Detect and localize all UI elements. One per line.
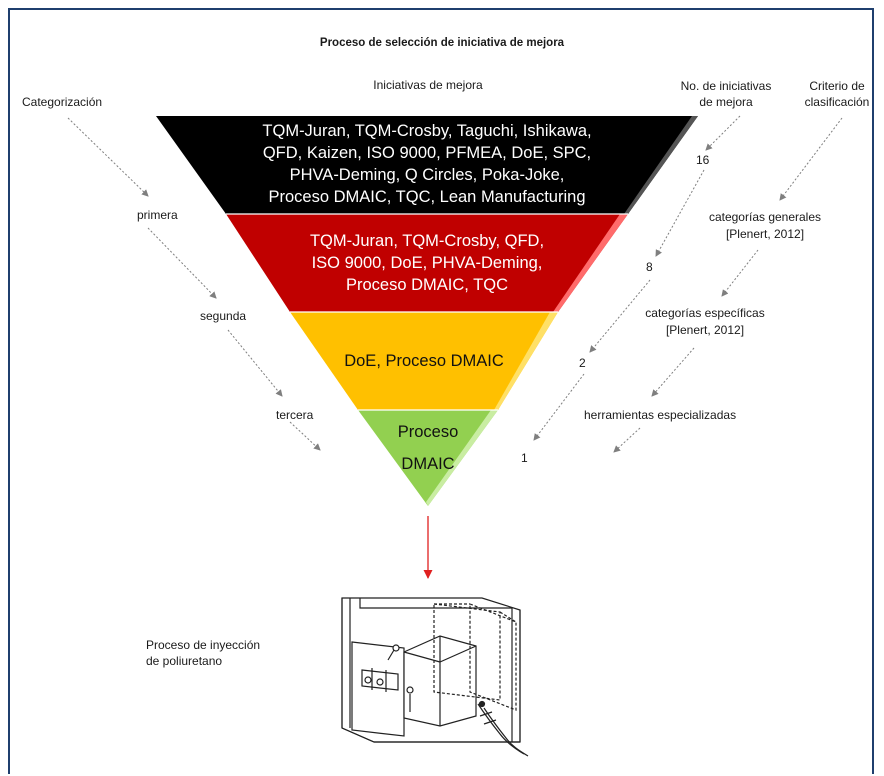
arrow-herramientas-down	[613, 427, 641, 453]
categorization-arrows	[67, 117, 321, 451]
tier-4-edge	[426, 410, 498, 506]
injection-machine-drawing	[341, 597, 529, 757]
tier-3-edge	[494, 312, 558, 410]
tier-4-text: Proceso DMAIC	[358, 416, 498, 480]
figure-frame	[8, 8, 874, 774]
tier-2-line-3: Proceso DMAIC, TQC	[346, 276, 508, 294]
tier-2-line-1: TQM-Juran, TQM-Crosby, QFD,	[309, 232, 545, 250]
tier-4-band	[358, 410, 498, 506]
tier-3-line-1: DoE, Proceso DMAIC	[344, 352, 504, 370]
diagram-title: Proceso de selección de iniciativa de me…	[319, 37, 565, 49]
tier-1-band	[156, 116, 698, 214]
count-value-8: 8	[646, 260, 653, 274]
criteria-especificas-line2: [Plenert, 2012]	[665, 323, 745, 337]
inverted-pyramid	[156, 116, 698, 506]
pyramid-heading: Iniciativas de mejora	[373, 78, 483, 92]
tier-1-edge	[624, 116, 698, 214]
criteria-heading-line2: clasificación	[804, 95, 870, 109]
categorizacion-heading: Categorización	[22, 95, 103, 109]
count-value-16: 16	[696, 153, 710, 167]
arrow-2-to-1	[533, 373, 585, 441]
level-primera: primera	[137, 208, 178, 222]
tier-1-text: TQM-Juran, TQM-Crosby, Taguchi, Ishikawa…	[156, 120, 698, 208]
arrow-primera-to-segunda	[147, 227, 217, 299]
level-segunda: segunda	[200, 309, 247, 323]
arrow-16-to-8	[655, 169, 705, 257]
arrow-generales-to-especificas	[721, 249, 759, 297]
tier-2-text: TQM-Juran, TQM-Crosby, QFD, ISO 9000, Do…	[226, 230, 628, 296]
count-value-1: 1	[521, 451, 528, 465]
criteria-especificas-line1: categorías específicas	[645, 306, 765, 320]
level-tercera: tercera	[276, 408, 314, 422]
arrow-tercera-down	[289, 421, 321, 451]
criteria-generales-line2: [Plenert, 2012]	[725, 227, 805, 241]
arrow-categorizacion-to-primera	[67, 117, 149, 197]
tier-3-band	[290, 312, 558, 410]
arrow-criterio-to-generales	[779, 117, 843, 201]
criteria-arrows	[613, 117, 843, 453]
count-value-2: 2	[579, 356, 586, 370]
count-arrows	[533, 115, 741, 441]
criteria-herramientas: herramientas especializadas	[584, 408, 737, 422]
machine-label-line2: de poliuretano	[146, 654, 223, 668]
arrow-segunda-to-tercera	[227, 329, 283, 397]
tier-2-band	[226, 214, 628, 312]
tier-4-line-2: DMAIC	[401, 455, 455, 473]
machine-label-line1: Proceso de inyección	[146, 638, 261, 652]
count-heading-line1: No. de iniciativas	[680, 79, 772, 93]
tier-2-edge	[553, 214, 628, 312]
tier-1-line-3: PHVA-Deming, Q Circles, Poka-Joke,	[289, 166, 565, 184]
tier-1-line-4: Proceso DMAIC, TQC, Lean Manufacturing	[268, 188, 586, 206]
tier-3-text: DoE, Proceso DMAIC	[290, 350, 558, 372]
arrow-count-heading-to-16	[705, 115, 741, 151]
criteria-generales-line1: categorías generales	[708, 210, 822, 224]
criteria-heading-line1: Criterio de	[809, 79, 865, 93]
tier-2-line-2: ISO 9000, DoE, PHVA-Deming,	[311, 254, 543, 272]
tier-4-line-1: Proceso	[397, 423, 459, 441]
count-heading-line2: de mejora	[699, 95, 753, 109]
tier-1-line-1: TQM-Juran, TQM-Crosby, Taguchi, Ishikawa…	[262, 122, 592, 140]
tier-1-line-2: QFD, Kaizen, ISO 9000, PFMEA, DoE, SPC,	[262, 144, 592, 162]
arrow-especificas-to-herramientas	[651, 347, 695, 397]
